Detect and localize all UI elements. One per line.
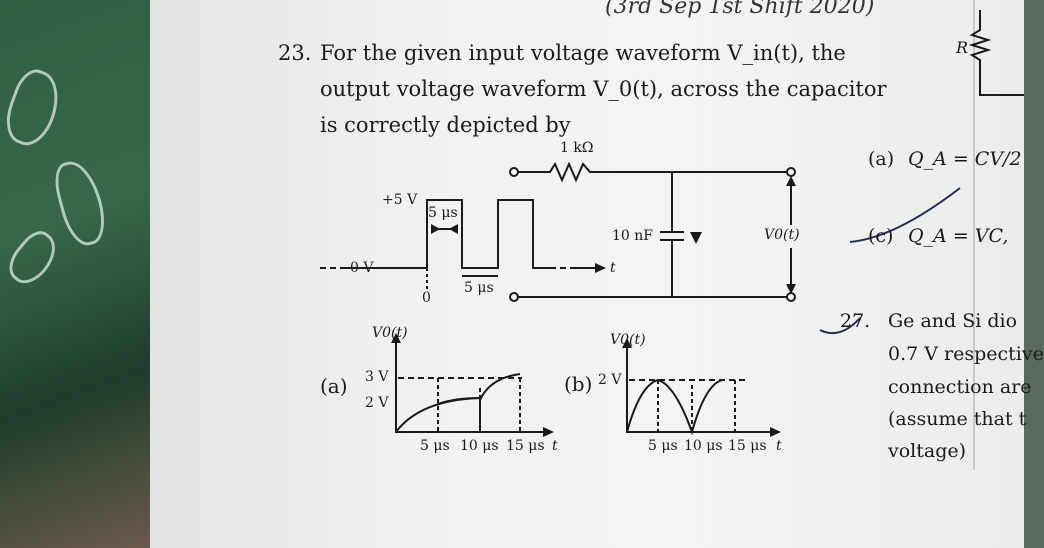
input-low-label: 0 V bbox=[350, 260, 374, 276]
leaf-pattern bbox=[0, 64, 68, 152]
shift-note: (3rd Sep 1st Shift 2020) bbox=[605, 0, 875, 19]
option-b-xtick-15: 15 μs bbox=[728, 438, 767, 454]
next-question-number: 27. bbox=[840, 310, 871, 332]
input-terminal bbox=[509, 167, 519, 177]
option-a-xtick-10: 10 μs bbox=[460, 438, 499, 454]
right-qa-c: Q_A = VC, bbox=[908, 225, 1009, 247]
option-b-xtick-5: 5 μs bbox=[648, 438, 678, 454]
right-qa-a: Q_A = CV/2 bbox=[908, 148, 1022, 170]
capacitor-label: 10 nF bbox=[612, 228, 653, 244]
option-b-ylabel: V0(t) bbox=[610, 332, 646, 348]
question-line-2: output voltage waveform V_0(t), across t… bbox=[320, 77, 887, 101]
next-question-line-4: (assume that t bbox=[888, 408, 1027, 430]
resistor-label: 1 kΩ bbox=[560, 140, 594, 156]
capacitor bbox=[660, 172, 684, 297]
right-option-a: (a) bbox=[868, 148, 895, 170]
next-question-line-2: 0.7 V respective bbox=[888, 343, 1044, 365]
pen-tick-mark-27 bbox=[819, 317, 861, 334]
option-b-label: (b) bbox=[564, 372, 593, 396]
output-label: V0(t) bbox=[764, 227, 800, 243]
gap-width-label: 5 μs bbox=[464, 280, 494, 296]
output-terminal-ground bbox=[786, 292, 796, 302]
right-resistor bbox=[968, 10, 1024, 96]
circuit-diagram bbox=[320, 10, 1024, 437]
option-a-xaxis: t bbox=[552, 438, 558, 454]
input-terminal-ground bbox=[509, 292, 519, 302]
output-terminal bbox=[786, 167, 796, 177]
option-a-xtick-5: 5 μs bbox=[420, 438, 450, 454]
option-b-xaxis: t bbox=[776, 438, 782, 454]
question-line-3: is correctly depicted by bbox=[320, 113, 571, 137]
leaf-pattern bbox=[49, 156, 112, 250]
background-cloth bbox=[0, 0, 150, 548]
pulse-width-label: 5 μs bbox=[428, 205, 458, 221]
next-question-line-5: voltage) bbox=[888, 440, 967, 462]
resistor bbox=[517, 161, 791, 183]
time-axis-label: t bbox=[610, 260, 616, 276]
leaf-pattern bbox=[1, 224, 65, 292]
next-question-line-3: connection are bbox=[888, 376, 1032, 398]
option-a-graph bbox=[395, 340, 543, 433]
option-a-ylabel: V0(t) bbox=[372, 325, 408, 341]
option-b-xtick-10: 10 μs bbox=[684, 438, 723, 454]
option-a-ytick-3v: 3 V bbox=[365, 369, 389, 385]
pen-tick-mark bbox=[849, 187, 961, 243]
question-line-1: For the given input voltage waveform V_i… bbox=[320, 41, 846, 65]
option-b-graph bbox=[626, 345, 770, 436]
next-question-line-1: Ge and Si dio bbox=[888, 310, 1018, 332]
input-high-label: +5 V bbox=[382, 192, 418, 208]
option-b-ytick-2v: 2 V bbox=[598, 372, 622, 388]
origin-label: 0 bbox=[422, 290, 431, 306]
column-divider bbox=[973, 0, 975, 470]
option-a-label: (a) bbox=[320, 374, 348, 398]
question-number: 23. bbox=[278, 41, 312, 65]
right-option-c: (c) bbox=[868, 225, 894, 247]
right-resistor-label: R bbox=[956, 38, 969, 57]
textbook-page: (3rd Sep 1st Shift 2020) 23. For the giv… bbox=[150, 0, 1044, 548]
option-a-xtick-15: 15 μs bbox=[506, 438, 545, 454]
option-a-ytick-2v: 2 V bbox=[365, 395, 389, 411]
input-pulse-wave bbox=[345, 199, 550, 269]
